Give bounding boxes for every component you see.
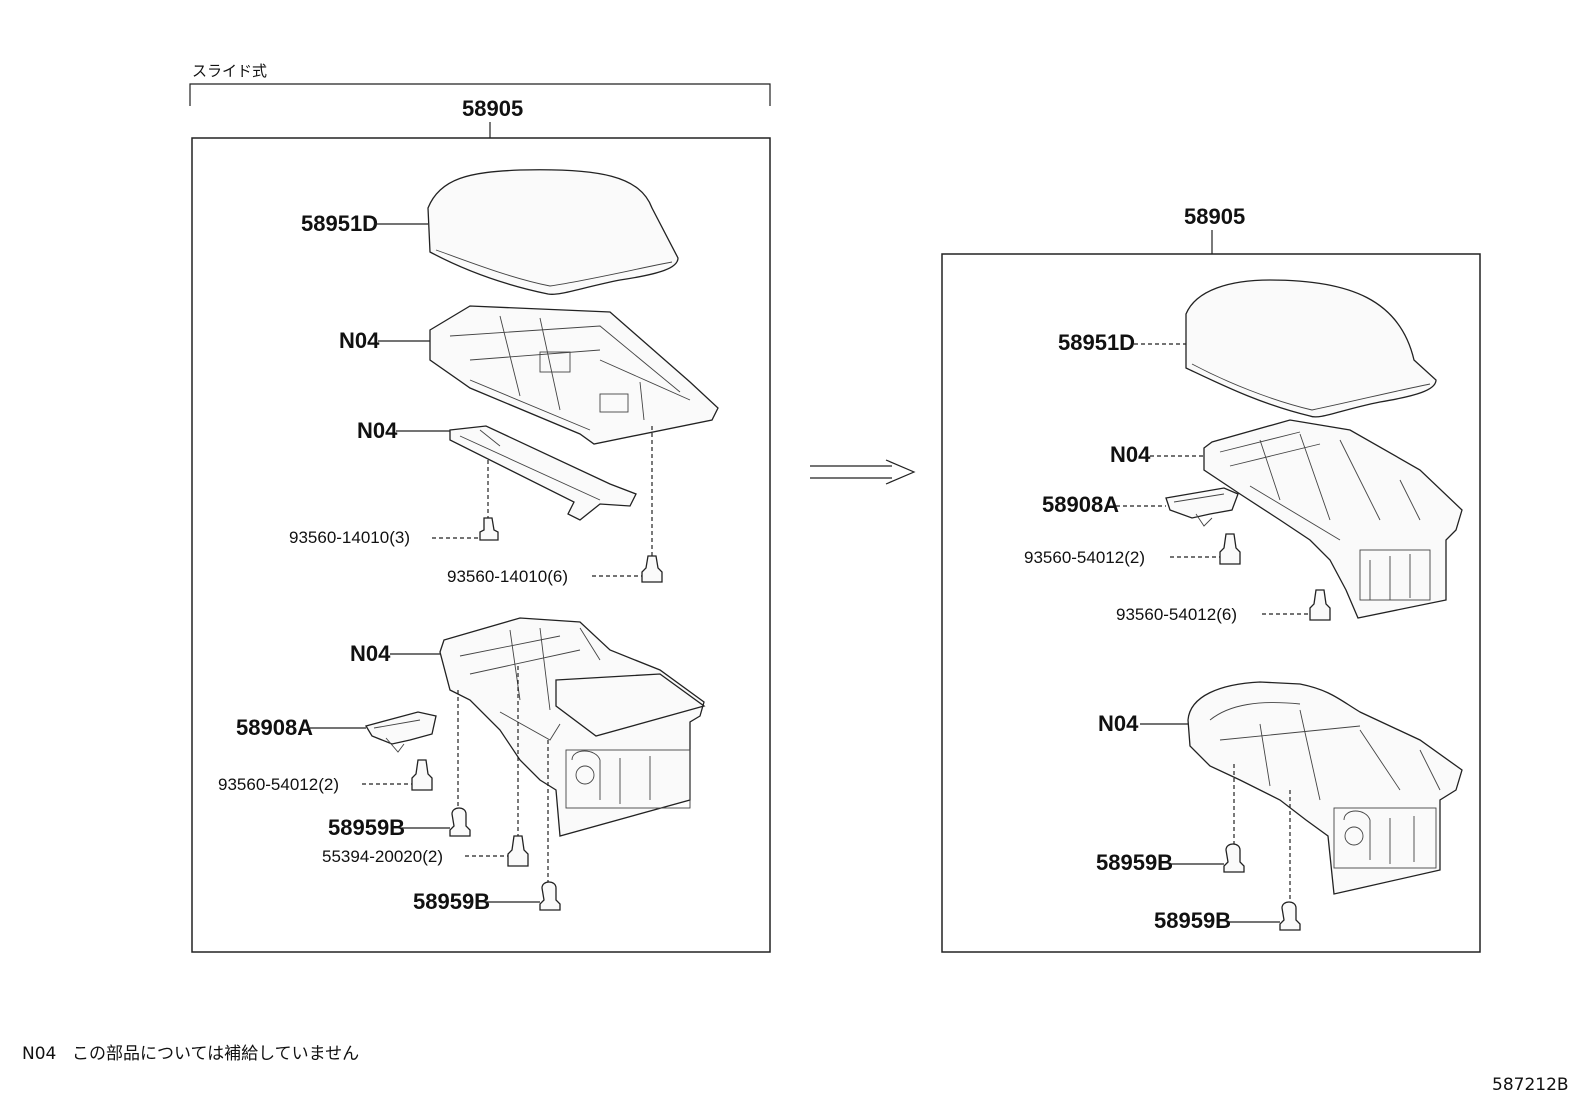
left-screw-c-label: 93560-54012(2) (218, 775, 339, 794)
left-clip-a-label: 58959B (328, 815, 405, 840)
left-clip-b-label: 58959B (413, 889, 490, 914)
right-inner-label: N04 (1110, 442, 1151, 467)
right-inner-part[interactable] (1203, 419, 1463, 619)
footnote-text: この部品については補給していません (72, 1044, 359, 1064)
left-inner-tray-part[interactable] (429, 305, 719, 445)
right-clip-a-label: 58959B (1096, 850, 1173, 875)
variant-bracket (189, 83, 771, 106)
right-bracket-label: 58908A (1042, 492, 1119, 517)
change-arrow-icon (810, 459, 916, 485)
right-panel-frame (941, 253, 1481, 953)
left-lid-label: 58951D (301, 211, 378, 236)
right-clip-a-part[interactable] (1223, 843, 1245, 873)
right-base-part[interactable] (1187, 681, 1463, 895)
right-screw-a-part[interactable] (1219, 533, 1241, 565)
footnote-code: N04 (22, 1044, 56, 1064)
left-screw-d-label: 55394-20020(2) (322, 847, 443, 866)
left-inner-upper-label: N04 (339, 328, 380, 353)
right-bracket-part[interactable] (1165, 487, 1239, 527)
right-lid-label: 58951D (1058, 330, 1135, 355)
left-panel-frame (191, 137, 771, 953)
right-assembly-number: 58905 (1184, 204, 1245, 229)
left-base-label: N04 (350, 641, 391, 666)
left-bracket-label: 58908A (236, 715, 313, 740)
right-clip-b-label: 58959B (1154, 908, 1231, 933)
left-screw-a-part[interactable] (479, 517, 499, 541)
left-screw-d-part[interactable] (507, 835, 529, 867)
left-plate-part[interactable] (449, 425, 637, 521)
left-clip-b-part[interactable] (539, 881, 561, 911)
right-screw-a-label: 93560-54012(2) (1024, 548, 1145, 567)
left-bracket-part[interactable] (364, 711, 437, 753)
left-clip-a-part[interactable] (449, 807, 471, 837)
left-lid-part[interactable] (427, 169, 679, 295)
right-lid-part[interactable] (1185, 279, 1437, 418)
left-screw-a-label: 93560-14010(3) (289, 528, 410, 547)
variant-label: スライド式 (192, 62, 267, 80)
left-screw-b-label: 93560-14010(6) (447, 567, 568, 586)
left-screw-b-part[interactable] (641, 555, 663, 583)
left-assembly-number: 58905 (462, 96, 523, 121)
right-clip-b-part[interactable] (1279, 901, 1301, 931)
diagram-id: 587212B (1492, 1075, 1569, 1095)
right-base-label: N04 (1098, 711, 1139, 736)
right-screw-b-label: 93560-54012(6) (1116, 605, 1237, 624)
left-plate-label: N04 (357, 418, 398, 443)
right-screw-b-part[interactable] (1309, 589, 1331, 621)
left-base-part[interactable] (439, 617, 706, 837)
left-screw-c-part[interactable] (411, 759, 433, 791)
